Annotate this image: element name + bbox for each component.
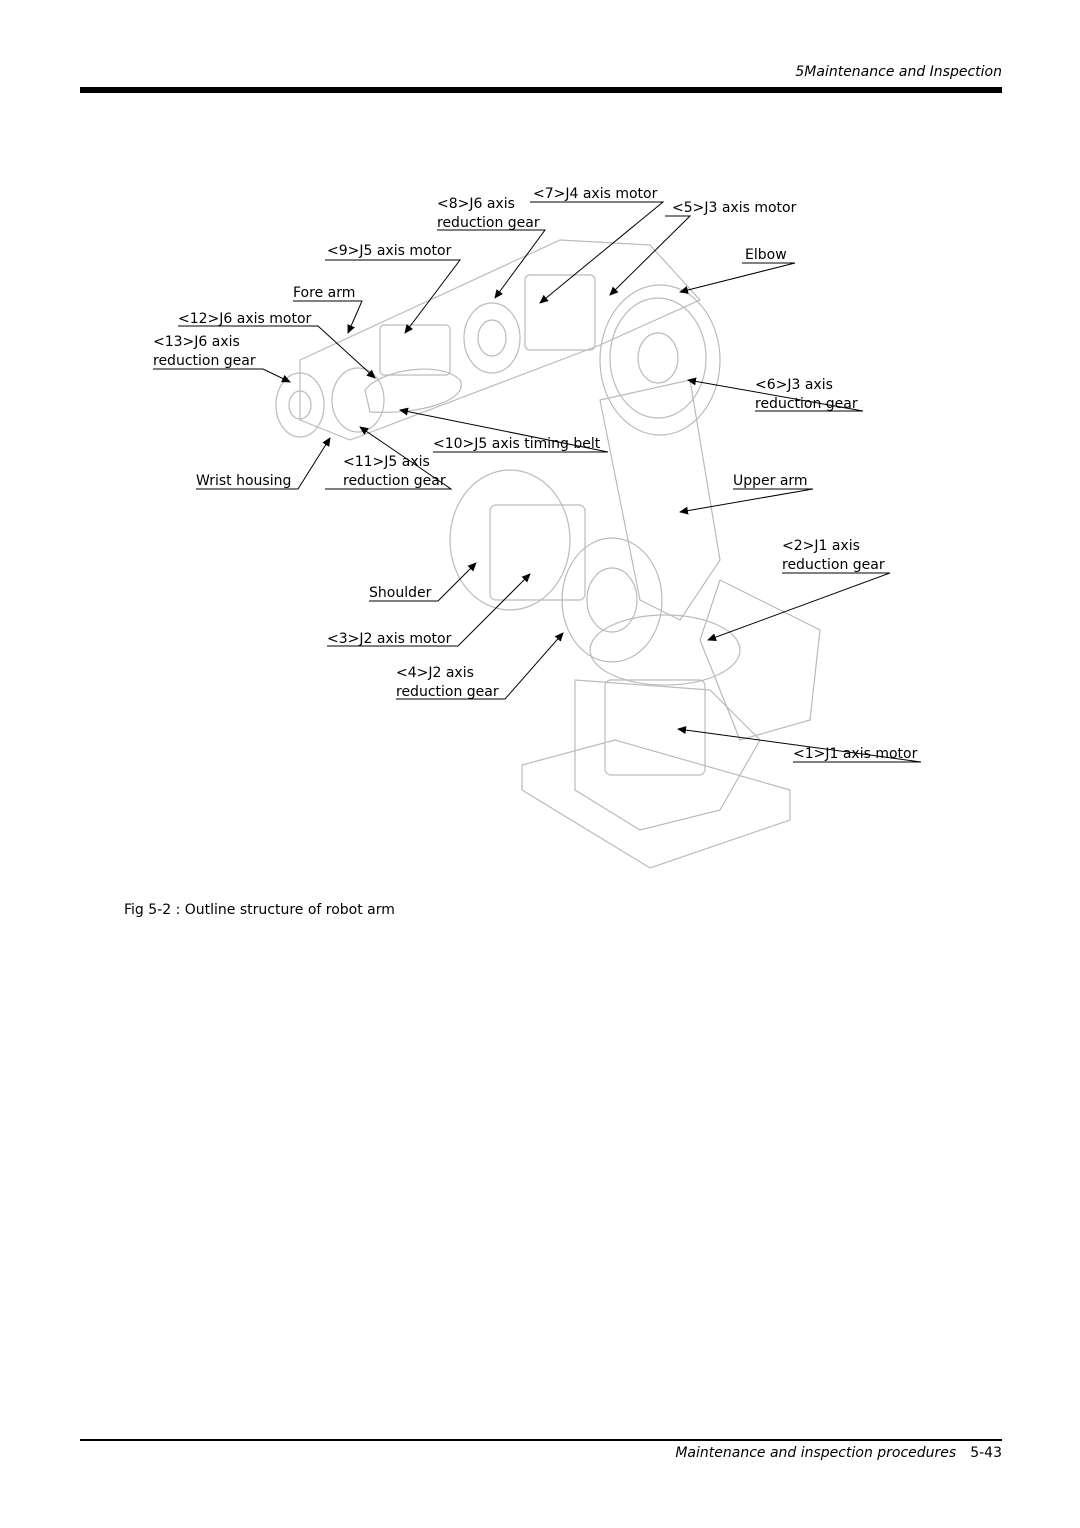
callout-fore-arm: Fore arm <box>293 285 356 301</box>
callout-j2-axis-motor: <3>J2 axis motor <box>327 631 452 647</box>
j2-gear-outer <box>561 537 663 663</box>
j4-motor-outline <box>524 274 596 351</box>
footer-rule <box>80 1439 1002 1441</box>
callout-wrist-housing: Wrist housing <box>196 473 292 489</box>
callout-j1-axis-motor: <1>J1 axis motor <box>793 746 918 762</box>
j5-gear <box>331 367 385 433</box>
callout-j5-axis-motor: <9>J5 axis motor <box>327 243 452 259</box>
footer-title: Maintenance and inspection procedures <box>675 1445 957 1461</box>
running-footer: Maintenance and inspection procedures 5-4… <box>675 1445 1002 1461</box>
running-header: 5Maintenance and Inspection <box>795 64 1002 80</box>
callout-upper-arm: Upper arm <box>733 473 808 489</box>
figure-caption: Fig 5-2 : Outline structure of robot arm <box>124 902 395 918</box>
j1-housing <box>699 579 821 741</box>
callout-shoulder: Shoulder <box>369 585 432 601</box>
header-rule <box>80 87 1002 93</box>
j3-gear-inner <box>637 332 679 384</box>
base-column <box>574 679 761 831</box>
callout-j3-axis-motor: <5>J3 axis motor <box>672 200 797 216</box>
callout-elbow: Elbow <box>745 247 787 263</box>
wrist-flange <box>275 372 325 438</box>
callout-j5-reduction-gear: <11>J5 axis reduction gear <box>343 454 446 489</box>
callout-j5-timing-belt: <10>J5 axis timing belt <box>433 436 601 452</box>
callout-j6-reduction-gear-wrist: <13>J6 axis reduction gear <box>153 334 256 369</box>
j6-gear-forearm <box>463 302 521 374</box>
j2-motor-outline <box>489 504 586 601</box>
j2-gear-inner <box>586 567 638 633</box>
j3-gear-outer <box>609 297 707 419</box>
wrist-flange-inner <box>288 390 312 420</box>
callout-j6-axis-motor: <12>J6 axis motor <box>178 311 312 327</box>
j1-motor-outline <box>604 679 706 776</box>
callout-j4-axis-motor: <7>J4 axis motor <box>533 186 658 202</box>
page-number: 5-43 <box>970 1445 1002 1461</box>
elbow-housing <box>599 284 721 436</box>
turntable <box>589 614 741 686</box>
callout-j1-reduction-gear: <2>J1 axis reduction gear <box>782 538 885 573</box>
callout-j2-reduction-gear: <4>J2 axis reduction gear <box>396 665 499 700</box>
j5-motor-outline <box>379 324 451 376</box>
callout-j3-reduction-gear: <6>J3 axis reduction gear <box>755 377 858 412</box>
forearm-outline <box>299 239 701 441</box>
j6-gear-forearm-inner <box>477 319 507 357</box>
callout-j6-reduction-gear-top: <8>J6 axis reduction gear <box>437 196 540 231</box>
shoulder-housing <box>449 469 571 611</box>
upper-arm-outline <box>599 379 721 621</box>
base-plate <box>521 739 791 869</box>
